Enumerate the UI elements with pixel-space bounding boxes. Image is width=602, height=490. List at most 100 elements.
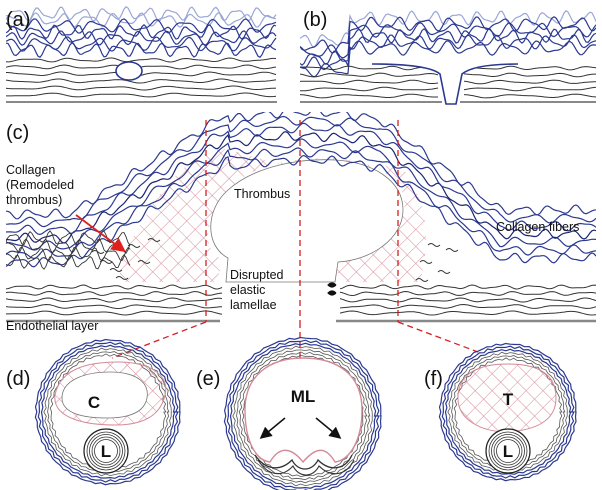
lumen-lamella [491, 434, 525, 468]
vessel-ring [441, 345, 575, 479]
panel-c-projection-right [397, 321, 479, 353]
vessel-ring [238, 351, 368, 481]
lumen-center [498, 441, 518, 461]
thrombus-paren-label: thrombus) [6, 193, 62, 207]
vessel-ring [451, 355, 566, 470]
cross-section-e-media-lumen [244, 357, 363, 464]
remodeling-dash [415, 278, 429, 282]
vessel-ring [447, 351, 568, 473]
panel-c-elastic-lamellae [6, 284, 596, 316]
cross-section-e-flap-2 [257, 459, 355, 476]
elastic-lamella [300, 79, 439, 85]
elastic-lamella [300, 65, 439, 71]
panel-f-label: (f) [424, 368, 443, 390]
elastic-lamella [6, 85, 277, 91]
panel-c-remodeling-dashes [91, 238, 459, 282]
panel-c-label: (c) [6, 122, 29, 144]
panel-b-collagen-fibers [300, 10, 596, 78]
collagen-fiber [300, 22, 596, 59]
elastic-lamella [6, 310, 223, 316]
endothelial-layer-label: Endothelial layer [6, 319, 98, 333]
lumen-lamella [94, 439, 118, 463]
collagen-fiber [6, 138, 596, 251]
elastic-lamella [339, 290, 596, 297]
remodeling-dash [147, 238, 161, 242]
vessel-ring [40, 344, 176, 479]
lumen-lamella [89, 434, 123, 468]
panel-c-lamella-ends [327, 282, 337, 296]
cross-section-d-core-label: C [88, 393, 100, 412]
vessel-ring [232, 345, 373, 487]
panel-a-label: (a) [6, 9, 30, 31]
elastic-lamella [6, 57, 277, 63]
remodeling-dash [445, 248, 459, 252]
collagen-fiber [6, 115, 596, 228]
cross-section-f-lumen [485, 428, 531, 474]
thrombus-label: Thrombus [234, 187, 290, 201]
collagen-fiber [6, 42, 277, 58]
collagen-fiber [6, 238, 131, 254]
remodeling-dash [115, 276, 129, 280]
cross-section-e-lumen-label: ML [291, 387, 316, 406]
panel-c [6, 112, 596, 359]
vessel-ring [438, 342, 577, 482]
elastic-label: elastic [230, 283, 265, 297]
panel-a-lesion [115, 61, 143, 81]
remodeled-label: (Remodeled [6, 178, 74, 192]
elastic-lamella [6, 92, 277, 98]
elastic-lamella [463, 72, 596, 78]
cross-section-e [223, 336, 382, 490]
vessel-ring [34, 338, 181, 486]
elastic-lamella [463, 86, 596, 92]
cross-section-e-arrow-left [259, 417, 286, 439]
panel-a-collagen-fibers [6, 6, 277, 58]
lamellae-label: lamellae [230, 298, 277, 312]
panel-c-collagen-fibers [6, 112, 596, 270]
collagen-fiber [300, 40, 596, 78]
cross-section-f-rings [438, 342, 577, 482]
lumen-lamella [91, 436, 121, 466]
lumen-lamella [488, 431, 528, 471]
remodeling-dash [91, 250, 105, 254]
elastic-lamella [6, 297, 223, 303]
cross-section-d-lumen [83, 428, 129, 474]
collagen-fiber [6, 30, 277, 46]
remodeling-dash [99, 260, 113, 264]
elastic-lamella [463, 79, 596, 85]
panel-c-thrombus-hatch [120, 148, 426, 282]
collagen-fiber [6, 254, 131, 270]
collagen-fiber [300, 28, 596, 66]
cross-section-e-rings [223, 336, 382, 490]
collagen-arrow [75, 214, 126, 253]
cross-section-f-thrombus [457, 363, 557, 433]
elastic-lamella [300, 93, 438, 99]
collagen-label: Collagen [6, 163, 55, 177]
panel-c-projection-left [111, 321, 207, 359]
elastic-lamella [6, 284, 223, 290]
collagen-fiber [6, 6, 277, 22]
remodeling-dash [437, 270, 451, 274]
elastic-lamella [300, 86, 439, 92]
cross-section-f [438, 342, 577, 482]
elastic-lamella [339, 297, 596, 303]
remodeling-dash [127, 244, 141, 248]
collagen-fiber [6, 12, 277, 28]
elastic-lamella [300, 72, 439, 78]
remodeling-dash [137, 260, 151, 264]
cross-section-d-lumen-label: L [101, 442, 111, 461]
lumen-lamella [86, 431, 126, 471]
elastic-lamella [339, 303, 596, 310]
panel-b-elastic-lamellae [300, 65, 596, 99]
collagen-fiber [6, 147, 596, 260]
remodeling-dash [109, 268, 123, 272]
cross-section-d-collagen-core [61, 371, 148, 419]
panel-d-label: (d) [6, 368, 30, 390]
remodeling-dash [427, 243, 441, 247]
elastic-lamella [463, 65, 596, 71]
collagen-fiber [6, 230, 131, 246]
panel-c-thrombus-cavity [210, 159, 404, 283]
elastic-lamella [339, 284, 596, 290]
lumen-lamella [496, 439, 520, 463]
collagen-fiber [6, 154, 596, 268]
